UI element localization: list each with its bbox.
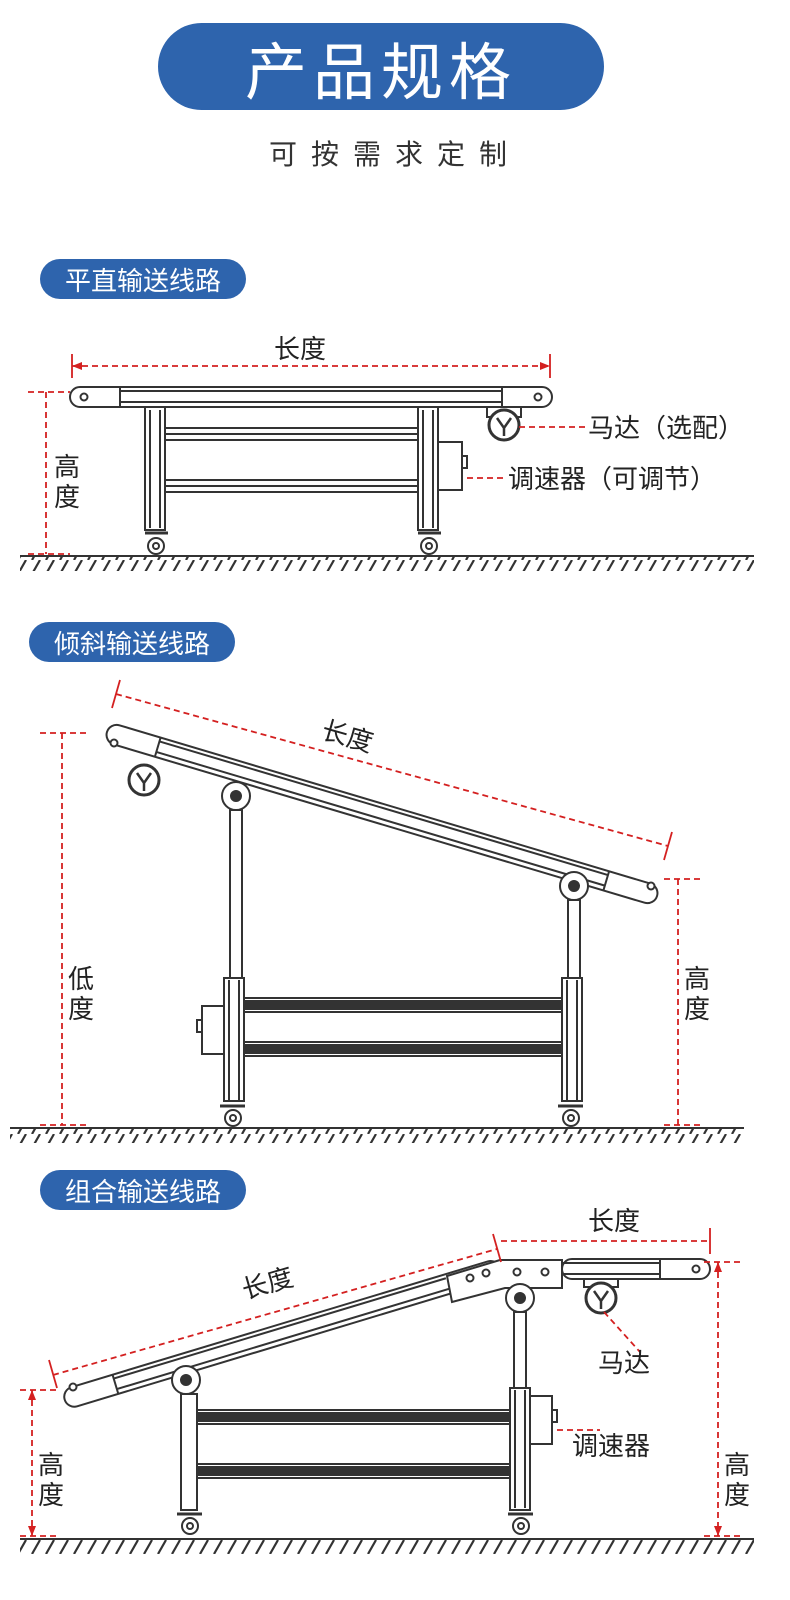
joint-plate xyxy=(445,1259,563,1304)
motor-leader-line xyxy=(603,1311,641,1353)
motor-label: 马达 xyxy=(598,1349,650,1379)
height-label-char2: 度 xyxy=(684,995,710,1025)
page-title: 产品规格 xyxy=(244,35,517,109)
section-title-flat: 平直输送线路 xyxy=(40,259,246,299)
speed-controller-box xyxy=(201,1005,225,1055)
length-label: 长度 xyxy=(318,716,376,759)
left-height-label-char1: 高 xyxy=(38,1451,64,1481)
speed-controller-box xyxy=(437,441,463,491)
combination-conveyor-diagram xyxy=(20,1258,754,1554)
flat-length-label: 长度 xyxy=(588,1207,640,1237)
incline-conveyor-diagram xyxy=(10,723,744,1143)
leg-right xyxy=(509,1387,531,1511)
leg-right xyxy=(561,977,583,1102)
controller-label: 调速器（可调节） xyxy=(508,465,716,495)
flat-conveyor-diagram xyxy=(20,386,754,571)
ground-hatch xyxy=(10,1129,744,1143)
incline-length-label: 长度 xyxy=(239,1263,297,1306)
right-height-label-char1: 高 xyxy=(724,1451,750,1481)
ground-hatch xyxy=(20,557,754,571)
length-label: 长度 xyxy=(274,335,326,365)
incline-length-dimension-line xyxy=(52,1248,498,1376)
height-label-char1: 高 xyxy=(54,453,80,483)
low-label-char1: 低 xyxy=(68,965,94,995)
ground-hatch xyxy=(20,1540,754,1554)
speed-controller-box xyxy=(529,1395,553,1445)
right-height-label-char2: 度 xyxy=(724,1481,750,1511)
conveyor-belt xyxy=(105,723,659,905)
page-subtitle: 可按需求定制 xyxy=(268,138,521,171)
height-label-char1: 高 xyxy=(684,965,710,995)
section-title-combo: 组合输送线路 xyxy=(40,1170,246,1210)
title-banner: 产品规格 xyxy=(158,23,604,110)
left-height-label-char2: 度 xyxy=(38,1481,64,1511)
section-title-incline: 倾斜输送线路 xyxy=(29,622,235,662)
leg-right xyxy=(417,406,439,531)
motor-icon xyxy=(584,1281,618,1315)
length-dimension-line xyxy=(115,693,669,847)
controller-label: 调速器 xyxy=(572,1432,650,1462)
motor-icon xyxy=(127,763,161,797)
motor-label: 马达（选配） xyxy=(588,414,744,444)
motor-icon xyxy=(487,408,521,442)
height-label-char2: 度 xyxy=(54,483,80,513)
leg-left xyxy=(144,406,166,531)
leg-left xyxy=(223,977,245,1102)
low-label-char2: 度 xyxy=(68,995,94,1025)
